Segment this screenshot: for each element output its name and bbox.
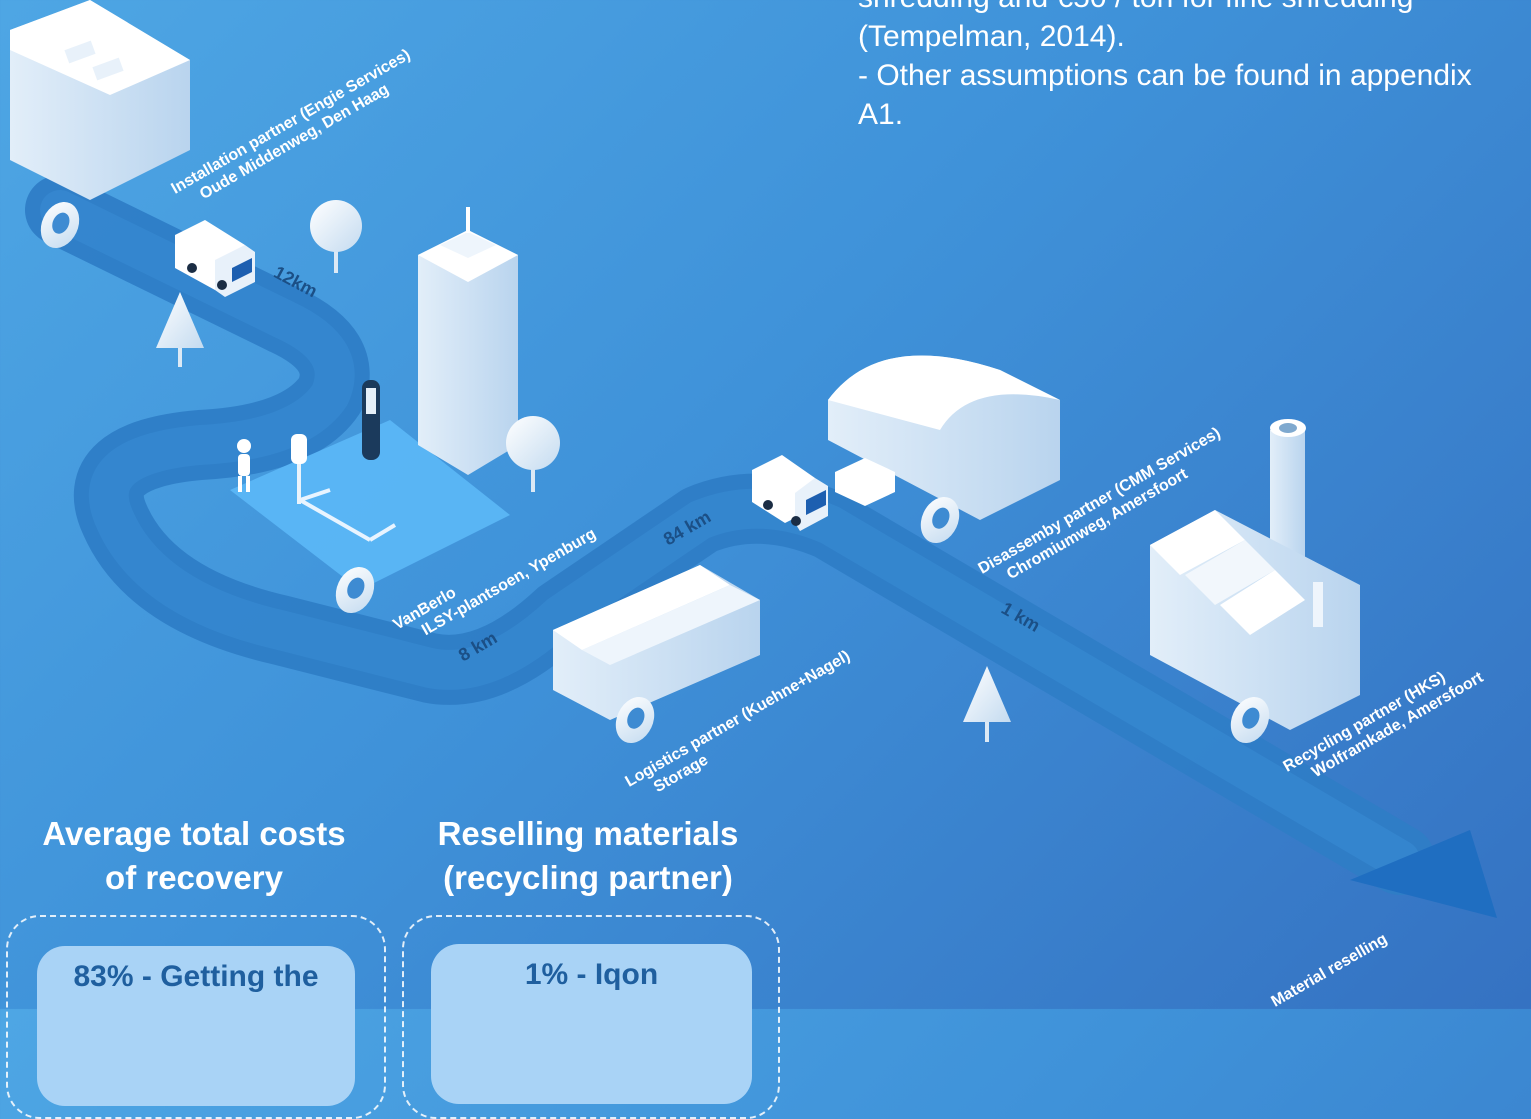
notes-line: (Tempelman, 2014). <box>858 20 1125 53</box>
map-pin <box>40 201 80 249</box>
assumptions-notes: shredding and €50 / ton for fine shreddi… <box>858 0 1478 134</box>
reselling-item: 1% - Iqon <box>524 958 659 991</box>
cone-tree <box>963 666 1011 742</box>
reselling-heading: Reselling materials (recycling partner) <box>408 812 768 900</box>
map-pin <box>1230 696 1270 744</box>
notes-line: A1. <box>858 98 904 131</box>
round-tree <box>310 200 362 273</box>
notes-line: - Other assumptions can be found in appe… <box>858 59 1472 92</box>
reselling-heading-line: (recycling partner) <box>443 859 733 896</box>
costs-heading-line: Average total costs <box>42 815 346 852</box>
notes-line: shredding and €50 / ton for fine shreddi… <box>858 0 1478 17</box>
truck <box>752 455 828 531</box>
parking-lines <box>299 488 397 542</box>
round-tree <box>506 416 560 492</box>
route-road-highlight <box>40 190 1420 880</box>
costs-heading-line: of recovery <box>105 859 283 896</box>
installation-building <box>10 0 190 200</box>
costs-card: 83% - Getting the <box>37 946 355 1106</box>
truck <box>175 220 255 297</box>
map-pin <box>615 696 655 744</box>
disassembly-hangar <box>828 355 1060 520</box>
map-pin <box>335 566 375 614</box>
costs-heading: Average total costs of recovery <box>14 812 374 900</box>
cone-tree <box>156 292 204 367</box>
costs-item: 83% - Getting the <box>73 960 319 993</box>
recycling-factory <box>1150 419 1360 730</box>
reselling-heading-line: Reselling materials <box>437 815 739 852</box>
map-pin <box>920 496 960 544</box>
person <box>237 439 251 492</box>
charging-station <box>291 380 380 504</box>
office-tower <box>418 207 518 475</box>
reselling-card: 1% - Iqon <box>431 944 752 1104</box>
logistics-warehouse <box>553 565 760 720</box>
route-illustration <box>10 0 1497 918</box>
route-arrowhead <box>1350 830 1497 918</box>
